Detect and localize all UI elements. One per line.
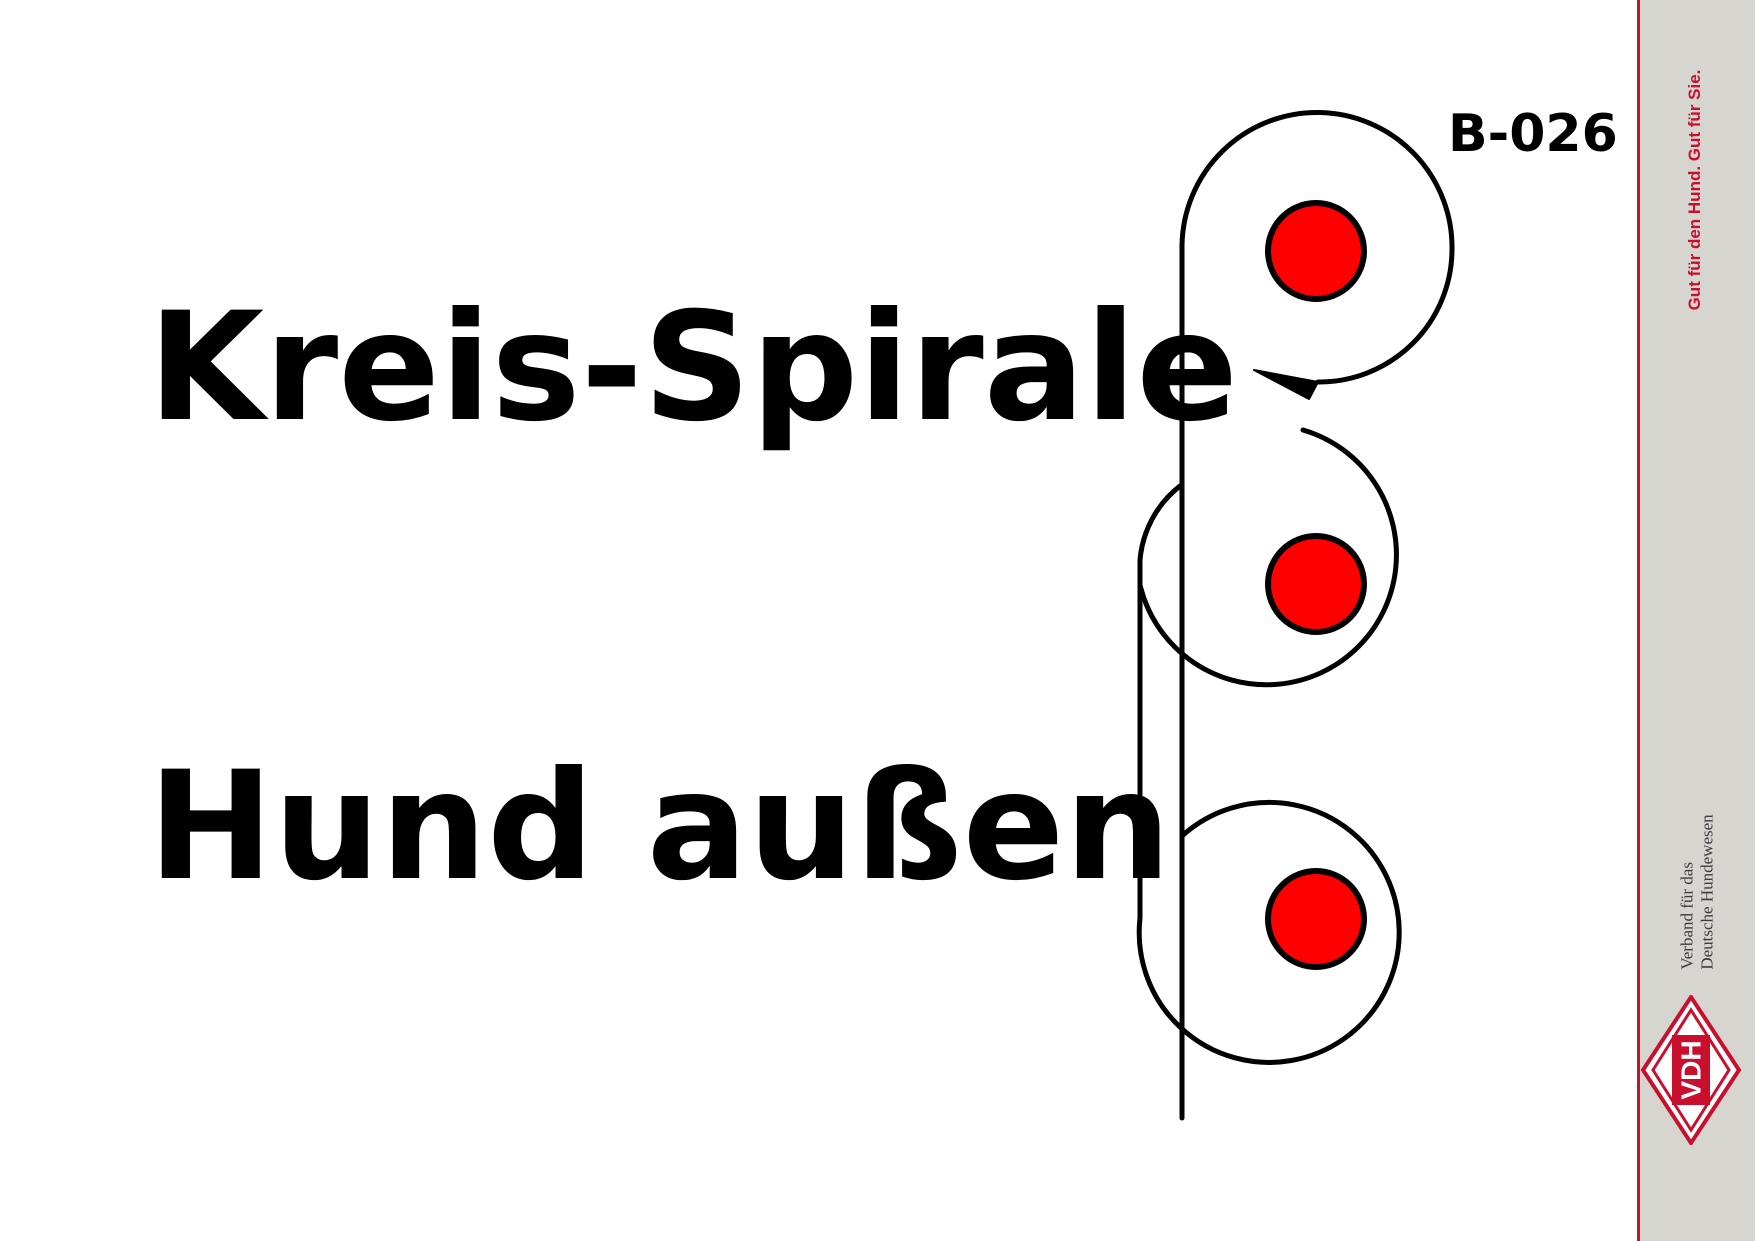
direction-arrow-icon xyxy=(1253,369,1319,400)
exercise-title-line1: Kreis-Spirale xyxy=(148,281,1239,455)
organization-name: Verband für das Deutsche Hundewesen xyxy=(1677,814,1716,969)
organization-name-line1: Verband für das xyxy=(1677,862,1697,970)
organization-name-line2: Deutsche Hundewesen xyxy=(1697,814,1716,970)
cones xyxy=(1265,200,1367,970)
lower-loop-path xyxy=(1136,582,1402,1065)
logo-text: VDH xyxy=(1676,1040,1707,1099)
card-code: B-026 xyxy=(1448,104,1618,164)
exercise-title-line2: Hund außen xyxy=(148,740,1172,914)
vdh-logo: VDH xyxy=(1640,995,1742,1145)
logo-diamond-inner xyxy=(1651,1007,1731,1133)
brand-sidebar: Gut für den Hund. Gut für Sie. Verband f… xyxy=(1637,0,1755,1241)
cone-middle-icon xyxy=(1265,533,1367,635)
middle-circle-path xyxy=(1137,427,1399,688)
slogan: Gut für den Hund. Gut für Sie. xyxy=(1685,69,1704,311)
cone-bottom-icon xyxy=(1265,868,1367,970)
course-diagram xyxy=(1136,110,1455,1121)
cone-top-icon xyxy=(1265,200,1367,302)
logo-band xyxy=(1672,1035,1710,1105)
walking-path xyxy=(1179,110,1455,1121)
sidebar-divider xyxy=(1637,0,1640,1241)
card-area: Kreis-Spirale Hund außen B-026 xyxy=(148,104,1618,1121)
